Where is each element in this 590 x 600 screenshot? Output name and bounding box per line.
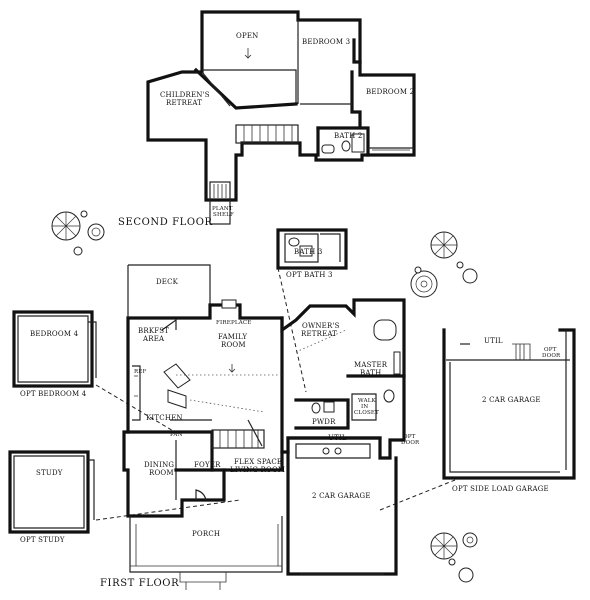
opt-bedroom4-room: BEDROOM 4 [30, 330, 79, 338]
room-childrens-retreat-line2: RETREAT [166, 99, 203, 107]
room-brkfst-line2: AREA [143, 335, 165, 343]
opt-side-garage-caption: OPT SIDE LOAD GARAGE [452, 485, 549, 493]
first-floor-walls [122, 264, 406, 590]
landscape-trees-upper-right [410, 231, 478, 298]
room-foyer: FOYER [194, 461, 221, 469]
room-bedroom2: BEDROOM 2 [366, 88, 415, 96]
room-bath2: BATH 2 [334, 132, 363, 140]
opt-bedroom4-drawing [12, 310, 97, 388]
room-garage: 2 CAR GARAGE [312, 492, 371, 500]
room-flex-line2: LIVING ROOM [230, 466, 286, 474]
opt-bath3-caption: OPT BATH 3 [286, 271, 333, 279]
landscape-trees-upper-left [51, 210, 105, 256]
room-dining-line1: DINING [144, 461, 175, 469]
room-bedroom3: BEDROOM 3 [302, 38, 351, 46]
second-floor-title: SECOND FLOOR [118, 217, 213, 228]
second-floor-walls [146, 10, 416, 225]
room-master-bath-line2: BATH [360, 369, 382, 377]
room-kitchen: KITCHEN [146, 414, 183, 422]
room-childrens-retreat-line1: CHILDREN'S [160, 91, 210, 99]
room-flex-line1: FLEX SPACE [234, 458, 283, 466]
opt-side-door-line2: DOOR [542, 353, 561, 359]
walk-in-line2: IN [361, 404, 369, 410]
option-leader-lines [95, 267, 456, 521]
room-family-line2: ROOM [221, 341, 246, 349]
plant-shelf-line1: PLANT [212, 206, 233, 212]
opt-side-util: UTIL [484, 337, 503, 345]
ref-label: REF [134, 369, 147, 375]
room-master-bath-line1: MASTER [354, 361, 388, 369]
fireplace-label: FIREPLACE [216, 320, 252, 326]
opt-bath3-room: BATH 3 [294, 248, 323, 256]
room-owners-line2: RETREAT [301, 330, 338, 338]
opt-bedroom4-caption: OPT BEDROOM 4 [20, 390, 87, 398]
room-family-line1: FAMILY [218, 333, 248, 341]
room-owners-line1: OWNER'S [302, 322, 340, 330]
room-porch: PORCH [192, 530, 221, 538]
opt-side-garage-room: 2 CAR GARAGE [482, 396, 541, 404]
room-deck: DECK [156, 278, 179, 286]
walk-in-line1: WALK [358, 398, 376, 404]
opt-study-caption: OPT STUDY [20, 536, 65, 544]
room-open: OPEN [236, 32, 259, 40]
room-pwdr: PWDR [312, 418, 336, 426]
opt-study-room: STUDY [36, 469, 63, 477]
room-util: UTIL [328, 434, 347, 442]
walk-in-line3: CLOSET [354, 410, 380, 416]
landscape-trees-lower-right [430, 532, 478, 583]
opt-study-drawing [8, 450, 95, 534]
room-dining-line2: ROOM [149, 469, 174, 477]
opt-side-door-line1: OPT [544, 347, 557, 353]
opt-door-line1: OPT [403, 434, 416, 440]
first-floor-title: FIRST FLOOR [100, 578, 180, 589]
room-brkfst-line1: BRKFST [138, 327, 170, 335]
opt-bath3-drawing [276, 228, 348, 270]
opt-door-line2: DOOR [401, 440, 420, 446]
plant-shelf-line2: SHELF [213, 212, 235, 218]
pan-label: PAN [170, 432, 183, 438]
opt-side-garage-drawing [442, 328, 576, 480]
